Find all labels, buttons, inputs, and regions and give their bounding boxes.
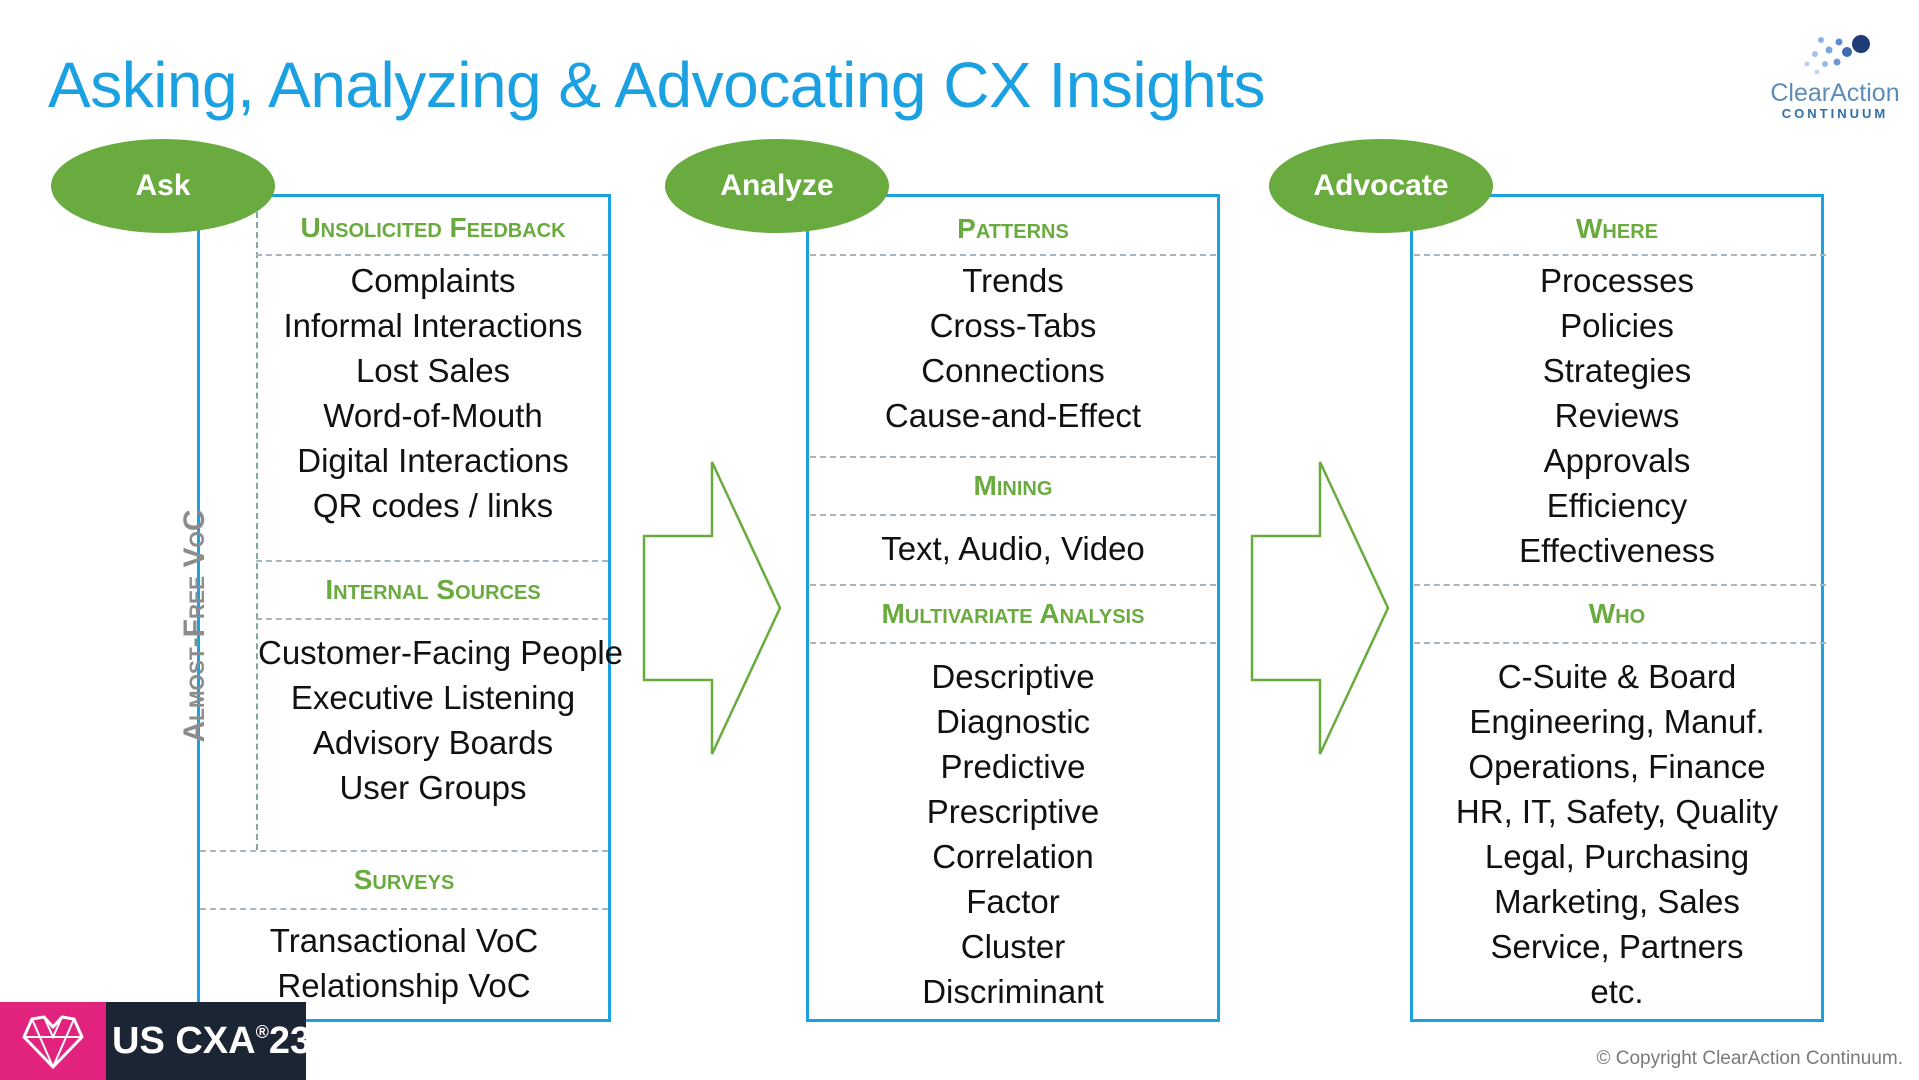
list-item: Cluster — [960, 928, 1066, 965]
multivariate-analysis-list: Descriptive Diagnostic Predictive Prescr… — [810, 654, 1216, 1014]
who-heading: Who — [1588, 598, 1646, 629]
list-item: Informal Interactions — [283, 307, 583, 344]
logo-name: ClearAction — [1770, 79, 1900, 107]
list-item: Correlation — [932, 838, 1094, 875]
list-item: Descriptive — [931, 658, 1095, 695]
list-item: Connections — [921, 352, 1105, 389]
list-item: Efficiency — [1546, 487, 1688, 524]
list-item: Word-of-Mouth — [323, 397, 543, 434]
list-item: Digital Interactions — [297, 442, 569, 479]
analyze-column — [806, 194, 1220, 1022]
surveys-heading: Surveys — [353, 864, 455, 895]
list-item: Strategies — [1542, 352, 1692, 389]
list-item: Lost Sales — [355, 352, 511, 389]
unsolicited-feedback-list: Complaints Informal Interactions Lost Sa… — [258, 258, 608, 528]
almost-free-voc-divider — [256, 212, 258, 850]
list-item: Cause-and-Effect — [884, 397, 1142, 434]
list-item: Transactional VoC — [269, 922, 539, 959]
list-item: Processes — [1539, 262, 1695, 299]
list-item: Prescriptive — [926, 793, 1100, 830]
list-item: Legal, Purchasing — [1484, 838, 1750, 875]
list-item: Text, Audio, Video — [881, 530, 1145, 567]
clearaction-logo: ClearAction CONTINUUM — [1760, 34, 1910, 134]
internal-sources-heading: Internal Sources — [325, 574, 541, 605]
advocate-column — [1410, 194, 1824, 1022]
advocate-oval: Advocate — [1269, 139, 1493, 233]
heart-logo-icon — [0, 1002, 106, 1080]
who-list: C-Suite & Board Engineering, Manuf. Oper… — [1414, 654, 1820, 1014]
list-item: Engineering, Manuf. — [1469, 703, 1765, 740]
us-cxa-badge: US CXA®23 — [0, 1002, 311, 1080]
ask-column — [197, 194, 611, 1022]
list-item: etc. — [1590, 973, 1644, 1010]
unsolicited-feedback-heading: Unsolicited Feedback — [300, 212, 566, 243]
internal-sources-list: Customer-Facing People Executive Listeni… — [258, 630, 623, 810]
list-item: Operations, Finance — [1468, 748, 1766, 785]
analyze-oval: Analyze — [665, 139, 889, 233]
list-item: Diagnostic — [935, 703, 1091, 740]
almost-free-voc-label: Almost-Free VoC — [178, 509, 211, 743]
list-item: Discriminant — [922, 973, 1104, 1010]
list-item: User Groups — [339, 769, 527, 806]
surveys-list: Transactional VoC Relationship VoC — [200, 918, 608, 1008]
list-item: Customer-Facing People — [258, 634, 623, 671]
list-item: Relationship VoC — [277, 967, 531, 1004]
list-item: Trends — [962, 262, 1064, 299]
patterns-list: Trends Cross-Tabs Connections Cause-and-… — [810, 258, 1216, 438]
multivariate-analysis-heading: Multivariate Analysis — [881, 598, 1145, 629]
logo-dots-icon — [1804, 35, 1870, 75]
list-item: Reviews — [1554, 397, 1680, 434]
list-item: Cross-Tabs — [929, 307, 1097, 344]
badge-text: US CXA®23 — [112, 1020, 312, 1062]
mining-heading: Mining — [973, 470, 1053, 501]
where-list: Processes Policies Strategies Reviews Ap… — [1414, 258, 1820, 573]
list-item: Advisory Boards — [312, 724, 554, 761]
list-item: QR codes / links — [312, 487, 554, 524]
list-item: HR, IT, Safety, Quality — [1455, 793, 1779, 830]
where-heading: Where — [1576, 213, 1658, 244]
page-title: Asking, Analyzing & Advocating CX Insigh… — [48, 49, 1266, 121]
mining-list: Text, Audio, Video — [810, 526, 1216, 571]
ask-oval: Ask — [51, 139, 275, 233]
logo-subtitle: CONTINUUM — [1781, 106, 1889, 121]
list-item: Policies — [1560, 307, 1674, 344]
list-item: Predictive — [940, 748, 1086, 785]
list-item: Complaints — [350, 262, 516, 299]
list-item: C-Suite & Board — [1497, 658, 1737, 695]
arrow-right-icon — [1250, 461, 1390, 755]
list-item: Approvals — [1543, 442, 1691, 479]
list-item: Executive Listening — [290, 679, 576, 716]
list-item: Service, Partners — [1490, 928, 1744, 965]
list-item: Factor — [966, 883, 1060, 920]
list-item: Marketing, Sales — [1494, 883, 1740, 920]
arrow-right-icon — [642, 461, 782, 755]
copyright-text: © Copyright ClearAction Continuum. — [1596, 1048, 1903, 1069]
list-item: Effectiveness — [1519, 532, 1715, 569]
patterns-heading: Patterns — [957, 213, 1069, 244]
